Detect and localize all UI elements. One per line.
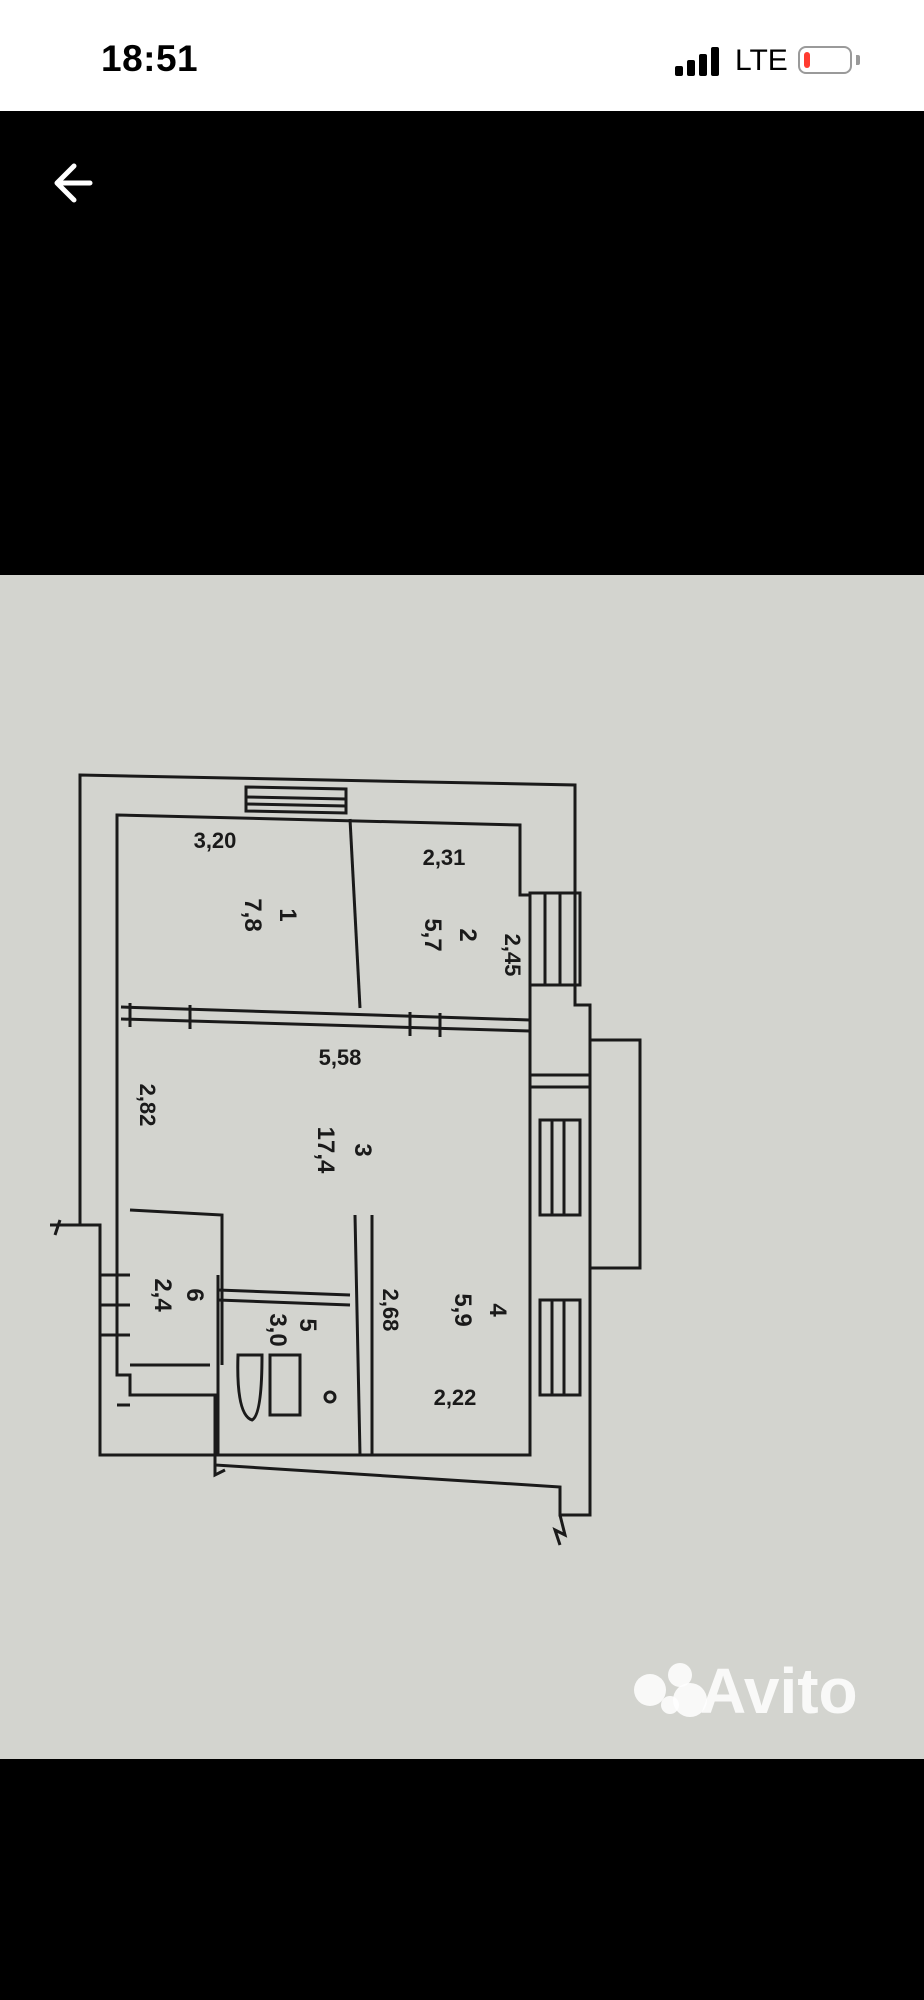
room-2-number: 2: [454, 928, 481, 941]
dim-room4-depth: 2,68: [378, 1289, 403, 1332]
room-3-area: 17,4: [312, 1127, 339, 1174]
room-1-area: 7,8: [239, 898, 266, 931]
room-5-area: 3,0: [264, 1313, 291, 1346]
status-time: 18:51: [101, 38, 199, 79]
network-type: LTE: [735, 44, 788, 77]
status-bar: 18:51 LTE: [0, 0, 924, 111]
back-button[interactable]: [44, 151, 108, 215]
image-viewer[interactable]: 3,20 2,31 2,45 5,58 2,82 2,68 2,22 1 7,8…: [0, 111, 924, 2000]
floor-plan-drawing: 3,20 2,31 2,45 5,58 2,82 2,68 2,22 1 7,8…: [50, 773, 858, 1727]
signal-icon: [675, 46, 721, 76]
dim-room3-width: 5,58: [319, 1045, 362, 1070]
room-3-number: 3: [349, 1143, 376, 1156]
dim-room2-depth: 2,45: [500, 934, 525, 977]
avito-logo-icon: [634, 1663, 707, 1717]
room-5-number: 5: [294, 1318, 321, 1331]
dim-room4-width: 2,22: [434, 1385, 477, 1410]
dim-room2-width: 2,31: [423, 845, 466, 870]
battery-low-icon: [798, 46, 852, 74]
back-arrow-icon: [54, 163, 93, 203]
floor-plan-photo[interactable]: 3,20 2,31 2,45 5,58 2,82 2,68 2,22 1 7,8…: [0, 575, 924, 1759]
room-6-area: 2,4: [149, 1278, 176, 1312]
dim-room3-depth: 2,82: [135, 1084, 160, 1127]
room-4-number: 4: [484, 1303, 511, 1317]
avito-watermark: Avito: [700, 1655, 858, 1727]
room-1-number: 1: [274, 908, 301, 921]
dim-room1-width: 3,20: [194, 828, 237, 853]
room-2-area: 5,7: [419, 918, 446, 951]
room-6-number: 6: [181, 1288, 208, 1301]
battery-tip: [856, 55, 860, 65]
room-4-area: 5,9: [449, 1293, 476, 1326]
